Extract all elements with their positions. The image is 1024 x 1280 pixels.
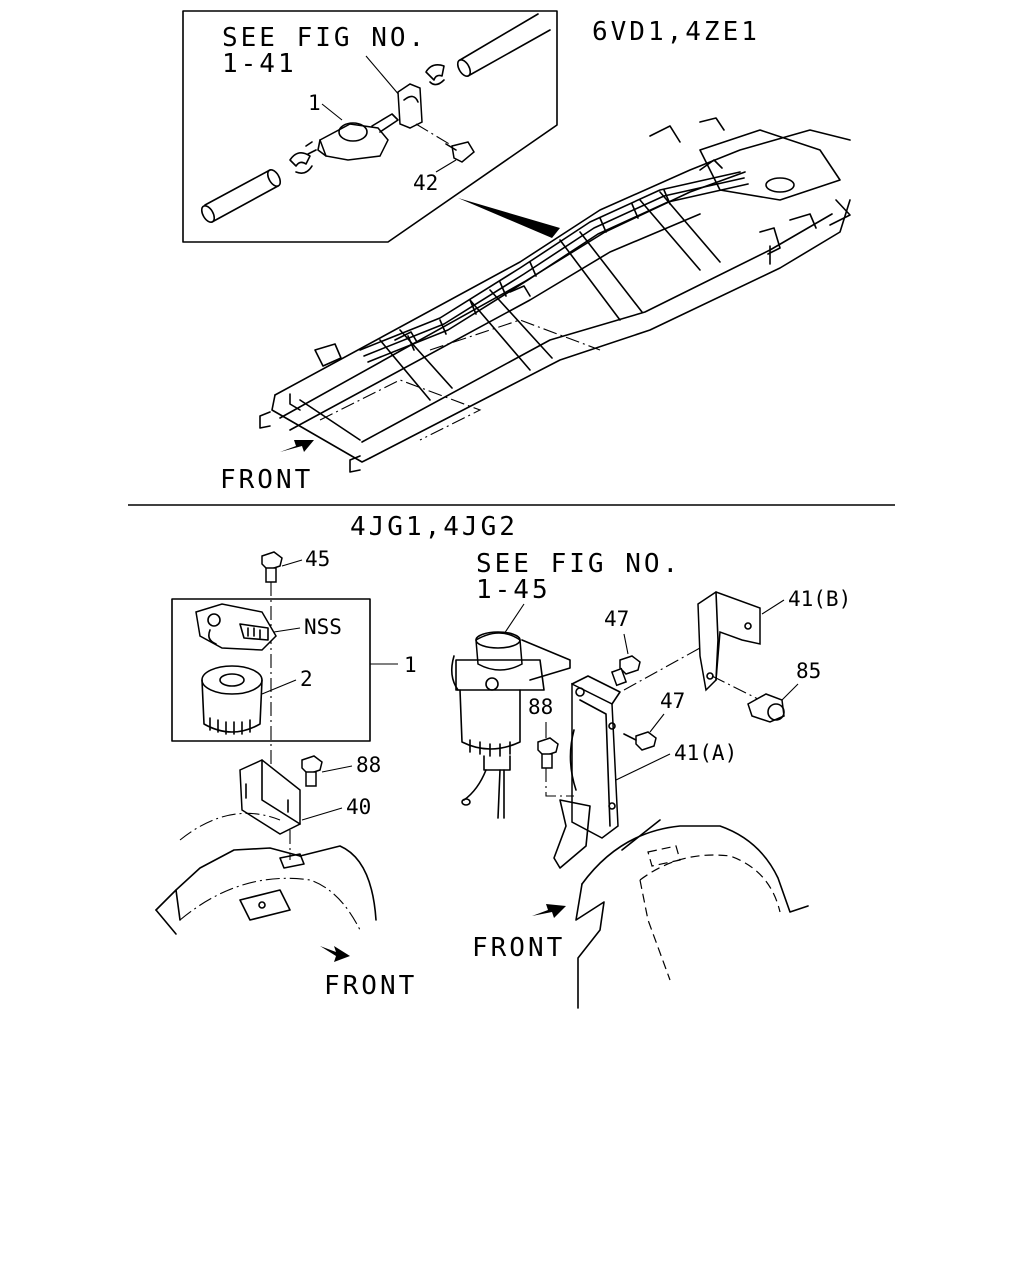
spin-on-filter-element: [201, 665, 263, 735]
fuel-hose-upper: [456, 13, 551, 77]
bottom-ref-line2: 1-45: [476, 575, 551, 605]
front-label-right: FRONT: [472, 933, 565, 963]
inset-detail-box: SEE FIG NO. 1-41 1: [182, 10, 558, 243]
inset-ref-line2: 1-41: [222, 49, 297, 79]
hose-clamp-upper: [425, 64, 445, 86]
inner-fender-left: [155, 812, 377, 935]
callout-88-left: 88: [356, 753, 381, 777]
fuel-hose-lower: [200, 169, 282, 223]
fuel-filter-water-separator: [450, 631, 545, 819]
bracket-41a: [553, 675, 621, 869]
callout-45: 45: [305, 547, 330, 571]
callout-88-right: 88: [528, 695, 553, 719]
top-section: 6VD1,4ZE1 SEE FIG NO. 1-41: [182, 10, 851, 495]
inset-ref-line1: SEE FIG NO.: [222, 23, 427, 53]
callout-1-left: 1: [404, 653, 417, 677]
callout-1-top: 1: [308, 91, 321, 115]
left-assembly: 45 1 NSS 2: [155, 547, 417, 1001]
engine-label-top: 6VD1,4ZE1: [592, 17, 760, 47]
bolt-47-lower: [623, 731, 657, 751]
front-arrow-top: [280, 440, 314, 452]
bolt-88-left: [301, 755, 323, 787]
callout-2: 2: [300, 667, 313, 691]
hose-clip-85: [747, 693, 785, 723]
bottom-section: 4JG1,4JG2 SEE FIG NO. 1-45 45 1: [155, 512, 851, 1009]
bolt-88-right: [537, 737, 559, 769]
bolt-42: [445, 141, 475, 163]
front-label-left: FRONT: [324, 971, 417, 1001]
inline-fuel-filter: [305, 113, 399, 161]
filter-head: [195, 603, 277, 651]
detail-pointer: [458, 198, 560, 238]
bolt-47-upper: [610, 655, 641, 687]
body-panel-right: [575, 819, 809, 1009]
callout-40: 40: [346, 795, 371, 819]
filter-bracket-clip: [397, 83, 423, 129]
bottom-ref-line1: SEE FIG NO.: [476, 549, 681, 579]
front-label-top: FRONT: [220, 465, 313, 495]
bracket-41b: [697, 591, 761, 692]
engine-label-bottom: 4JG1,4JG2: [350, 512, 518, 542]
callout-42-top: 42: [413, 171, 438, 195]
callout-85: 85: [796, 659, 821, 683]
callout-41a: 41(A): [674, 741, 737, 765]
callout-47-lower: 47: [660, 689, 685, 713]
callout-41b: 41(B): [788, 587, 851, 611]
hose-clamp-lower: [289, 152, 313, 174]
bolt-45: [261, 551, 283, 583]
front-arrow-right: [532, 904, 566, 918]
callout-47-upper: 47: [604, 607, 629, 631]
vehicle-chassis-frame: [259, 117, 851, 473]
bracket-40: [239, 759, 301, 835]
right-assembly: 41(A) 47 47 88: [450, 587, 851, 1009]
callout-nss: NSS: [304, 615, 342, 639]
front-arrow-left: [320, 946, 350, 962]
filter-assembly-box: [171, 598, 371, 742]
